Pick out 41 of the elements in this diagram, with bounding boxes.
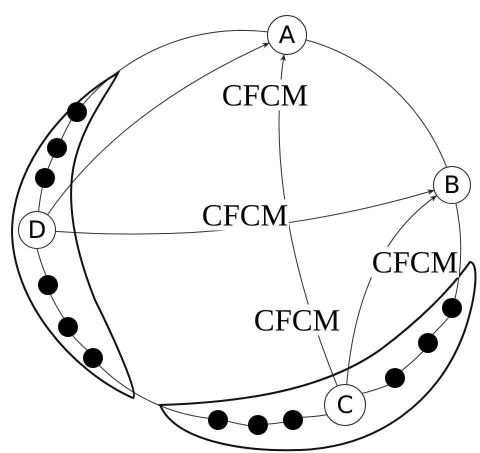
node-circle — [267, 15, 307, 55]
dot — [58, 317, 78, 337]
dot — [35, 168, 55, 188]
connector-line — [401, 351, 424, 372]
node-label: B — [444, 173, 460, 197]
dot — [83, 348, 103, 368]
dot — [248, 415, 268, 435]
connector-line — [267, 422, 284, 425]
dot — [208, 410, 228, 430]
dot — [283, 410, 303, 430]
edge-label: CFCM — [370, 246, 460, 278]
dot — [442, 298, 462, 318]
edge-label: CFCM — [220, 80, 310, 110]
connector-line — [432, 316, 450, 335]
connector-line — [227, 420, 248, 426]
dot — [418, 333, 438, 353]
dot — [38, 275, 58, 295]
connector-line — [48, 156, 54, 169]
node-label: A — [278, 23, 296, 47]
connector-line — [454, 203, 462, 299]
node-label: D — [28, 218, 46, 242]
dot — [385, 368, 405, 388]
connector-line — [302, 414, 327, 418]
edge-label: CFCM — [252, 304, 342, 336]
node-circle — [433, 166, 471, 204]
connector-line — [362, 384, 388, 394]
connector-line — [61, 120, 72, 140]
dot — [47, 138, 67, 158]
edge-label: CFCM — [200, 200, 290, 230]
connector-line — [82, 30, 268, 105]
connector-line — [72, 335, 88, 350]
node-circle — [18, 211, 56, 249]
node-circle — [324, 384, 366, 426]
connector-line — [98, 365, 209, 419]
node-label: C — [336, 393, 354, 417]
connector-line — [36, 248, 46, 276]
connector-line — [50, 294, 64, 318]
connector-line — [306, 40, 447, 168]
arrow — [47, 42, 270, 215]
connector-line — [38, 187, 43, 212]
dot — [67, 102, 87, 122]
